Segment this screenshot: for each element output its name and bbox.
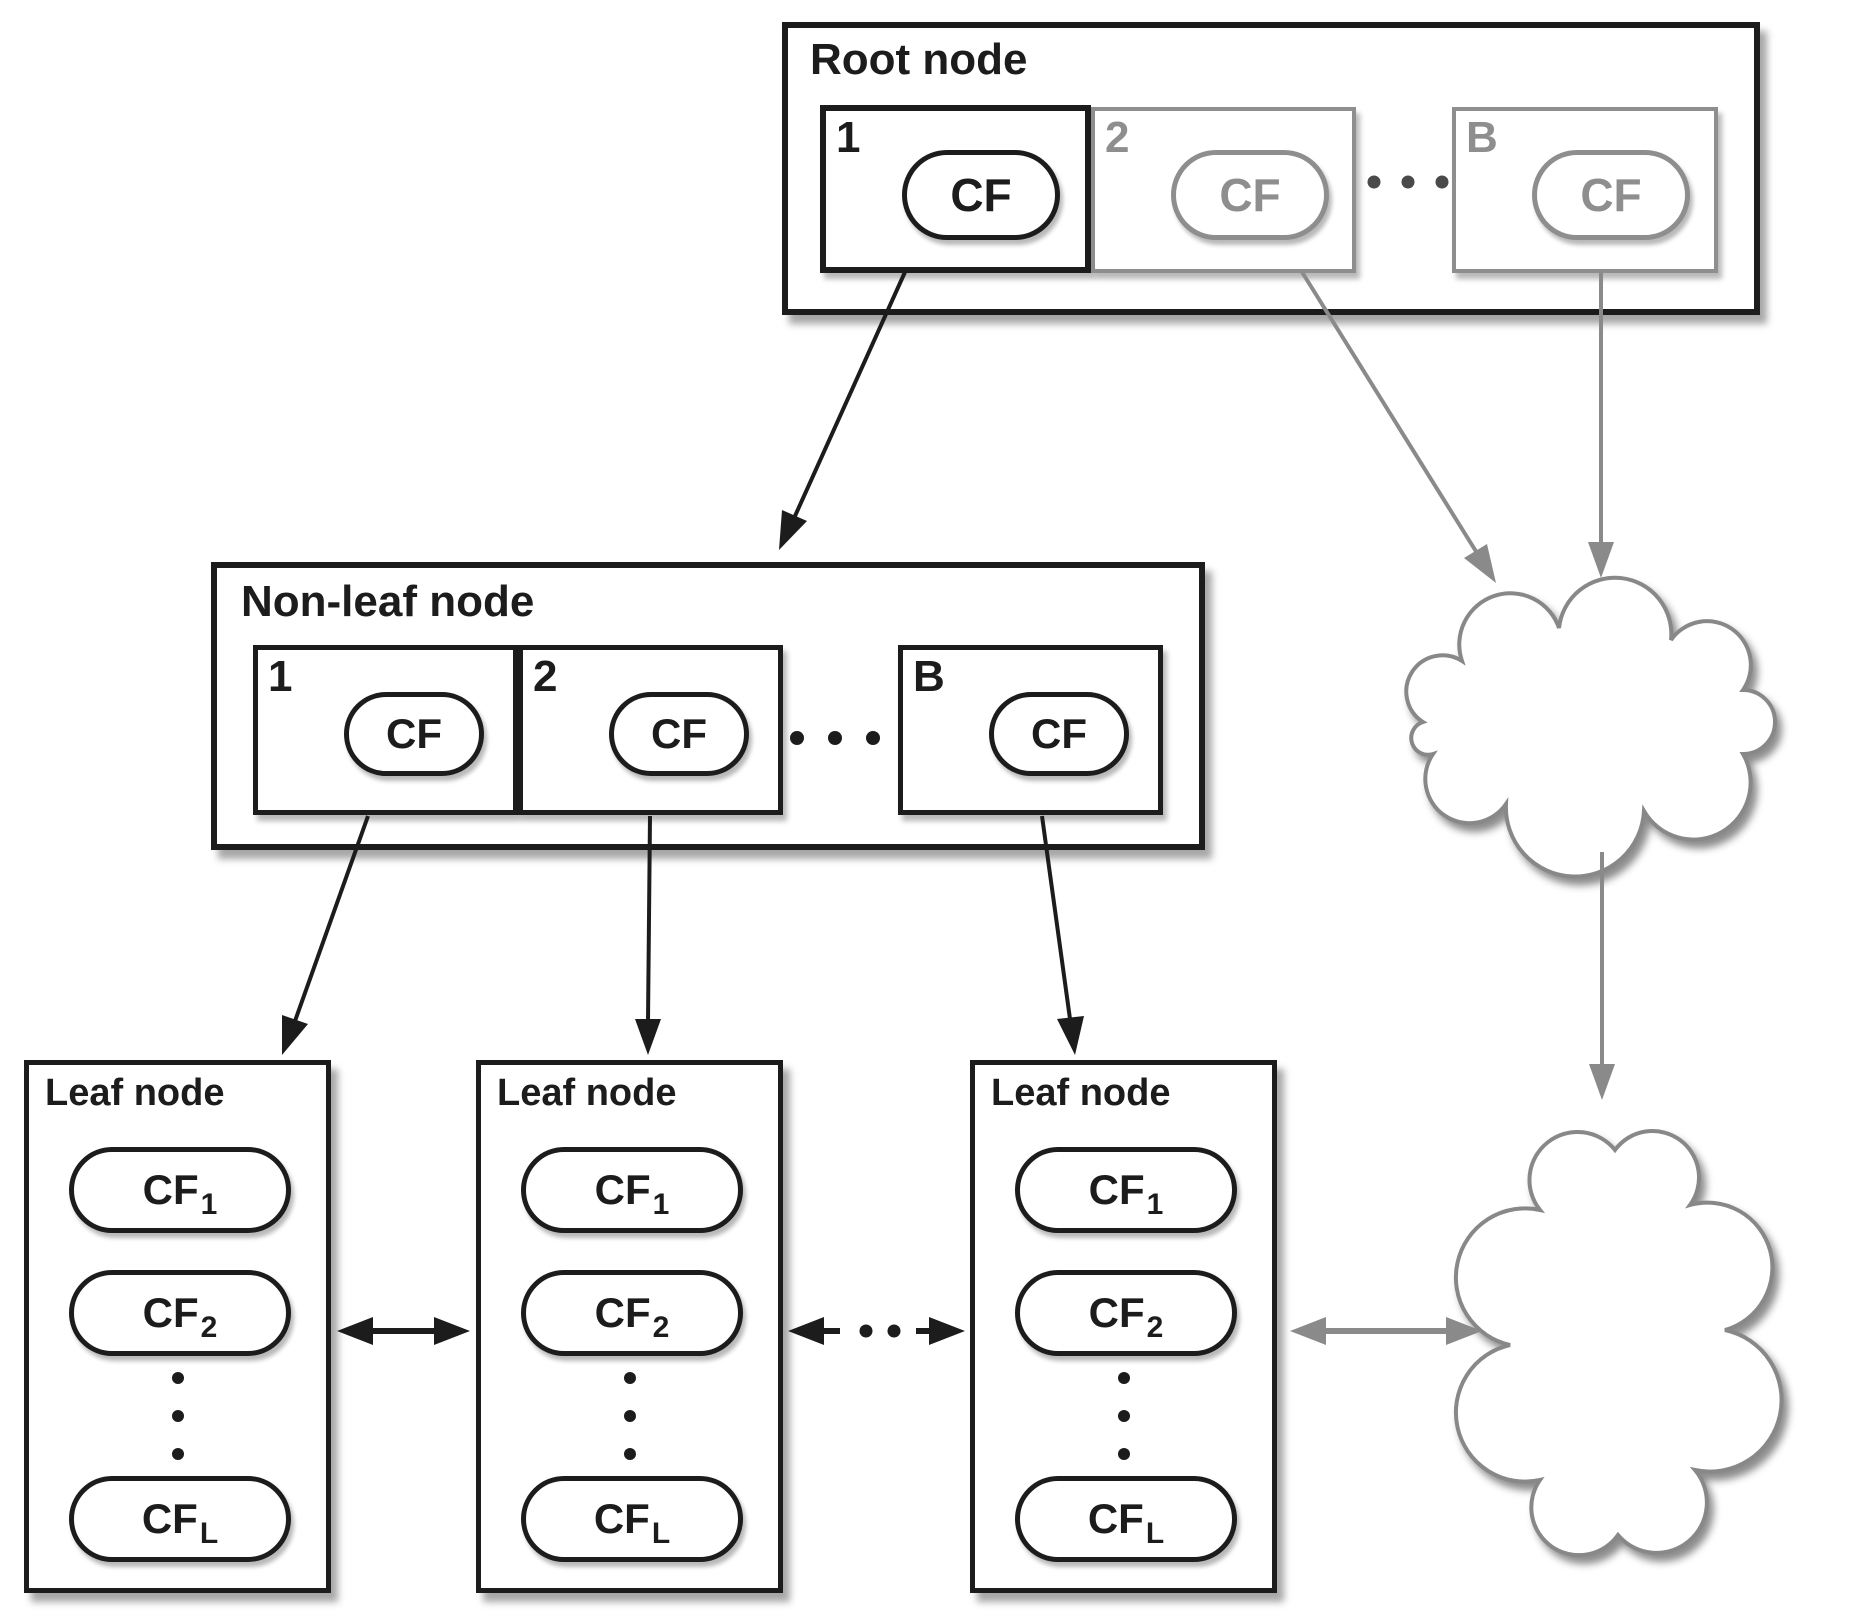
cf-label: CF (1088, 1166, 1145, 1213)
cf-subscript: 1 (1146, 1188, 1164, 1221)
cf-subscript: 1 (200, 1188, 218, 1221)
arrow-nonleaf2-to-leaf2 (635, 815, 661, 1055)
root-entry-B-index: B (1466, 113, 1498, 162)
cf-label: CF (1031, 710, 1087, 757)
root-node-label: Root node (810, 35, 1028, 84)
nonleaf-entry-2-cf-pill: CF (609, 692, 749, 776)
nonleaf-entry-1-cf-pill: CF (344, 692, 484, 776)
nonleaf-entry-B-cf-pill: CF (989, 692, 1129, 776)
cf-label: CF (651, 710, 707, 757)
nonleaf-entry-2: 2 CF (518, 645, 783, 815)
cf-label: CF (594, 1289, 651, 1336)
root-entry-2-cf-pill: CF (1171, 150, 1329, 240)
cf-label: CF (386, 710, 442, 757)
cf-label: CF (141, 1495, 198, 1542)
nonleaf-entry-2-index: 2 (533, 652, 558, 701)
root-entry-B-cf-pill: CF (1532, 150, 1690, 240)
cf-label: CF (142, 1289, 199, 1336)
nonleaf-node-label: Non-leaf node (241, 577, 535, 626)
cf-subscript: 2 (652, 1311, 670, 1344)
cf-label: CF (950, 169, 1012, 221)
cf-label: CF (1088, 1289, 1145, 1336)
cloud-icon (1404, 575, 1777, 879)
nonleaf-entry-B-index: B (913, 652, 945, 701)
root-entry-1-cf-pill: CF (902, 150, 1060, 240)
cf-subscript: L (651, 1517, 671, 1550)
root-entry-2: 2 CF (1091, 107, 1356, 273)
leaf-node-1-label: Leaf node (45, 1072, 225, 1114)
cf-subscript: 2 (1146, 1311, 1164, 1344)
cf-label: CF (593, 1495, 650, 1542)
cf-label: CF (594, 1166, 651, 1213)
arrow-leaf1-leaf2 (337, 1317, 470, 1345)
arrow-leaf2-leaf3 (788, 1317, 965, 1345)
subtree-cloud-upper (1404, 575, 1777, 879)
cf-label: CF (142, 1166, 199, 1213)
arrow-root2-to-cloud (1300, 270, 1496, 583)
cf-label: CF (1087, 1495, 1144, 1542)
leaf-node-3-label: Leaf node (991, 1072, 1171, 1114)
cf-label: CF (1219, 169, 1281, 221)
subtree-cloud-lower (1453, 1129, 1784, 1558)
nonleaf-entry-1: 1 CF (253, 645, 518, 815)
nonleaf-entry-B: B CF (898, 645, 1163, 815)
cf-label: CF (1580, 169, 1642, 221)
arrow-leaf3-cloud (1290, 1317, 1482, 1345)
cf-subscript: L (1145, 1517, 1165, 1550)
cf-subscript: L (199, 1517, 219, 1550)
arrow-nonleaf1-to-leaf1 (282, 815, 370, 1055)
cf-subscript: 1 (652, 1188, 670, 1221)
root-entry-B: B CF (1452, 107, 1718, 273)
root-node-box: Root node 1 CF 2 CF B CF (782, 22, 1760, 315)
cloud-icon (1453, 1129, 1784, 1558)
arrow-cloud-to-cloud (1589, 852, 1615, 1100)
nonleaf-entry-1-index: 1 (268, 652, 293, 701)
leaf-node-2-label: Leaf node (497, 1072, 677, 1114)
arrow-rootB-to-cloud (1588, 272, 1614, 578)
root-entry-2-index: 2 (1105, 113, 1130, 162)
arrow-nonleafB-to-leaf3 (1040, 815, 1084, 1055)
root-entry-1-index: 1 (836, 113, 861, 162)
cf-subscript: 2 (200, 1311, 218, 1344)
nonleaf-node-box: Non-leaf node 1 CF 2 CF B CF (211, 562, 1205, 850)
root-entry-1: 1 CF (820, 105, 1091, 273)
